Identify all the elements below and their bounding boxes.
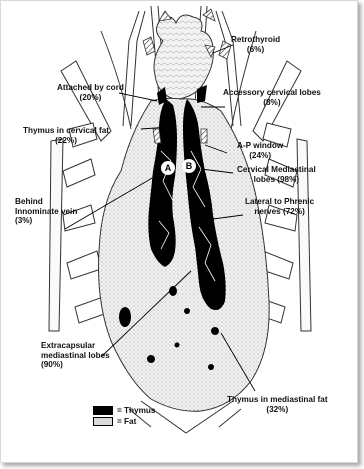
legend-label-thymus: = Thymus (117, 406, 155, 415)
legend-swatch-thymus (93, 406, 113, 415)
label-ap-window: A-P window (24%) (237, 141, 283, 160)
label-cervical-mediastinal-lobes: Cervical Mediastinal lobes (98%) (237, 165, 316, 184)
ectopic-nodule (211, 327, 219, 335)
label-behind-innominate-vein: Behind Innominate vein (3%) (15, 197, 77, 226)
ectopic-nodule (184, 308, 190, 314)
label-thymus-in-mediastinal-fat: Thymus in mediastinal fat (32%) (227, 395, 328, 414)
label-thymus-in-cervical-fat: Thymus in cervical fat (22%) (23, 126, 109, 145)
ectopic-nodule (119, 307, 131, 327)
label-accessory-cervical-lobes: Accessory cervical lobes (8%) (223, 88, 321, 107)
marker-b: B (182, 159, 196, 173)
marker-a: A (161, 161, 175, 175)
figure-frame: Retrothyroid (6%) Attached by cord (20%)… (0, 0, 358, 463)
accessory-lobe (201, 129, 207, 143)
ectopic-nodule (175, 343, 180, 348)
label-attached-by-cord: Attached by cord (20%) (57, 83, 124, 102)
label-retrothyroid: Retrothyroid (6%) (231, 35, 280, 54)
label-extracapsular-mediastinal-lobes: Extracapsular mediastinal lobes (90%) (41, 341, 110, 370)
legend-swatch-fat (93, 417, 113, 426)
accessory-lobe (143, 37, 155, 55)
label-lateral-to-phrenic-nerves: Lateral to Phrenic nerves (72%) (245, 197, 314, 216)
ectopic-nodule (147, 355, 155, 363)
ectopic-nodule (208, 364, 214, 370)
legend-label-fat: = Fat (117, 417, 136, 426)
